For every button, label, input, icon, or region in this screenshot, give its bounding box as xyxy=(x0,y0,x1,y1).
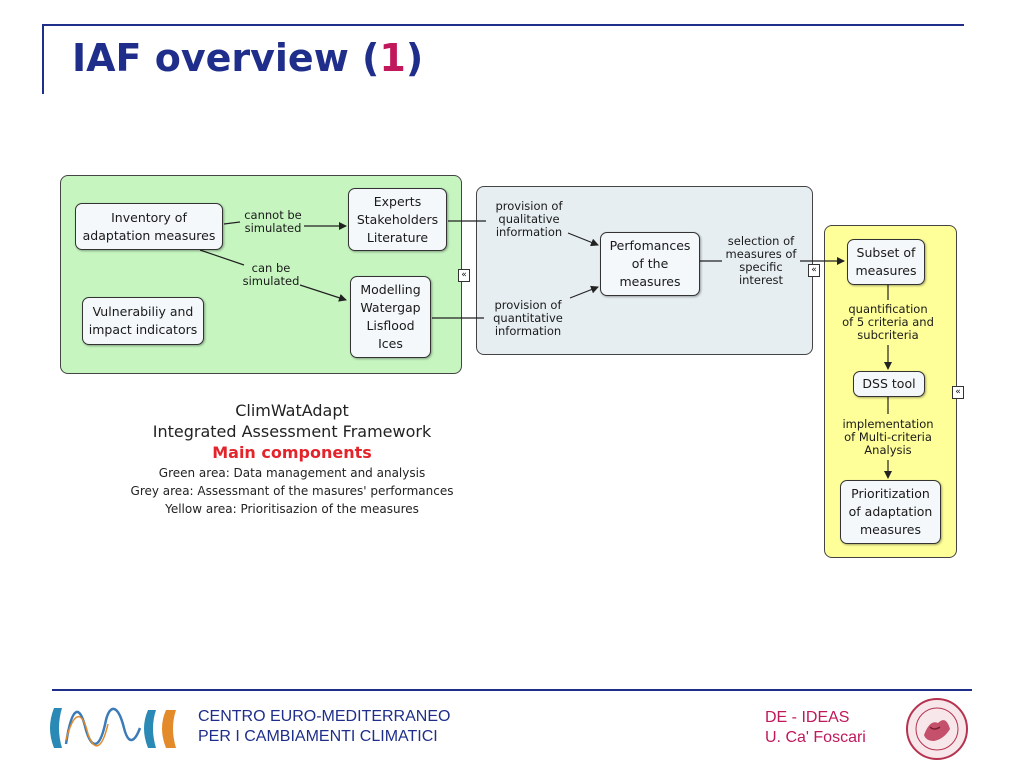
footer-dept-line1: DE - IDEAS xyxy=(765,709,850,726)
footer-org-line2: PER I CAMBIAMENTI CLIMATICI xyxy=(198,728,438,745)
node-subset: Subset of measures xyxy=(847,239,925,285)
university-seal-icon xyxy=(906,698,968,760)
label-quantification: quantification of 5 criteria and subcrit… xyxy=(842,302,934,342)
node-inventory: Inventory of adaptation measures xyxy=(75,203,223,250)
title-rule-top xyxy=(42,24,964,26)
collapse-grey-icon[interactable]: « xyxy=(808,264,820,277)
footer-rule xyxy=(52,689,972,691)
diagram-caption: ClimWatAdapt Integrated Assessment Frame… xyxy=(100,400,484,518)
footer-org-line1: CENTRO EURO-MEDITERRANEO xyxy=(198,708,451,725)
caption-grey: Grey area: Assessmant of the masures' pe… xyxy=(130,484,454,498)
caption-green: Green area: Data management and analysis xyxy=(158,466,426,480)
title-number: 1 xyxy=(379,36,406,80)
edge-inventory-modelling-b xyxy=(299,284,347,302)
label-can-be-simulated: can be simulated xyxy=(242,261,300,288)
node-performances: Perfomances of the measures xyxy=(600,232,700,296)
footer-organization: CENTRO EURO-MEDITERRANEO PER I CAMBIAMEN… xyxy=(198,707,450,747)
caption-line2: Integrated Assessment Framework xyxy=(152,422,432,441)
label-qualitative-information: provision of qualitative information xyxy=(495,199,563,239)
title-rule-left xyxy=(42,24,44,94)
label-selection-of-measures: selection of measures of specific intere… xyxy=(725,234,797,287)
title-prefix: IAF overview ( xyxy=(72,36,380,80)
edge-experts-performances-b xyxy=(567,232,599,247)
label-cannot-be-simulated: cannot be simulated xyxy=(244,208,302,235)
caption-yellow: Yellow area: Prioritisazion of the measu… xyxy=(165,502,419,516)
label-implementation: implementation of Multi-criteria Analysi… xyxy=(842,417,934,457)
edge-inventory-experts-a xyxy=(223,221,241,225)
caption-line1: ClimWatAdapt xyxy=(235,401,349,420)
caption-main: Main components xyxy=(212,443,372,462)
node-prioritization: Prioritization of adaptation measures xyxy=(840,480,941,544)
collapse-green-icon[interactable]: « xyxy=(458,269,470,282)
footer-dept-line2: U. Ca' Foscari xyxy=(765,729,866,746)
footer-department: DE - IDEAS U. Ca' Foscari xyxy=(765,708,866,748)
title-suffix: ) xyxy=(405,36,424,80)
edge-modelling-performances-b xyxy=(569,285,599,299)
label-quantitative-information: provision of quantitative information xyxy=(493,298,563,338)
edge-inventory-modelling-a xyxy=(199,249,245,266)
cmcc-logo-icon xyxy=(50,707,176,748)
node-experts: Experts Stakeholders Literature xyxy=(348,188,447,251)
collapse-yellow-icon[interactable]: « xyxy=(952,386,964,399)
node-vulnerability: Vulnerabiliy and impact indicators xyxy=(82,297,204,345)
node-dss-tool: DSS tool xyxy=(853,371,925,397)
slide-title: IAF overview (1) xyxy=(72,36,423,80)
node-modelling: Modelling Watergap Lisflood Ices xyxy=(350,276,431,358)
